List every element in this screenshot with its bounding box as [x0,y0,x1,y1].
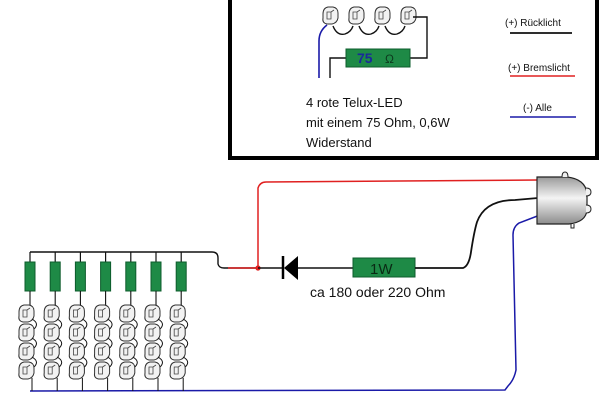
inset-wire-black-left [329,57,346,78]
led [169,323,186,342]
led [169,342,186,361]
legend-label-ruecklicht: (+) Rücklicht [505,18,561,29]
led [93,304,111,323]
led [144,361,161,380]
led [68,323,85,342]
led-string [93,252,113,391]
inset-wire-black-right [410,16,428,59]
led [169,361,186,380]
series-resistor-caption: ca 180 oder 220 Ohm [310,284,445,300]
led [93,342,111,361]
led [93,323,111,342]
led [18,304,35,323]
led-string [119,252,138,391]
led [93,361,111,380]
inset-description-line: Widerstand [306,135,372,150]
led [43,304,60,323]
string-resistor [125,261,137,292]
diode [281,256,298,280]
string-resistor [49,261,61,292]
brake-light-wire [228,179,539,269]
led-array [18,252,189,391]
led [68,342,85,361]
string-resistor [150,261,162,292]
series-resistor-label: 1W [370,261,393,278]
led [18,342,35,361]
bulb-socket [536,171,592,229]
inset-led-links [332,25,406,36]
inset-resistor-value: 75 [357,50,373,66]
led-string [68,252,88,391]
top-bus-wire [30,251,258,269]
led [144,342,161,361]
inset-description-line: 4 rote Telux-LED [306,95,403,110]
led [18,361,35,380]
led [68,361,85,380]
ground-wire [29,214,541,392]
led-string [18,252,37,391]
led [43,361,60,380]
led [43,323,60,342]
inset-resistor: 75 Ω [345,48,411,68]
string-resistor [100,261,112,292]
legend-label-alle: (-) Alle [523,103,552,114]
led [144,323,161,342]
string-resistor [74,261,86,292]
led-string [43,252,63,391]
inset-resistor-unit: Ω [385,52,394,66]
legend: (+) Rücklicht (+) Bremslicht (-) Alle [505,18,576,118]
series-resistor: 1W [352,257,416,278]
inset-led [374,6,391,25]
inset-description: 4 rote Telux-LED mit einem 75 Ohm, 0,6W … [306,95,450,150]
led [119,361,136,380]
led [119,323,136,342]
inset-led [348,6,365,25]
inset-led [400,6,417,25]
inset-box: 75 Ω 4 rote Telux-LED mit einem 75 Ohm, … [228,0,599,160]
led [68,304,85,323]
legend-label-bremslicht: (+) Bremslicht [508,63,570,74]
inset-led [322,6,339,25]
string-resistor [175,261,187,292]
tail-light-wire [415,197,539,269]
inset-description-line: mit einem 75 Ohm, 0,6W [306,115,450,130]
led [119,304,136,323]
string-resistor [24,261,36,292]
led [18,323,35,342]
led-string [144,252,163,391]
led-string [169,252,189,391]
led [144,304,161,323]
led [169,304,186,323]
inset-wire-blue [318,24,328,78]
led [119,342,136,361]
inset-led-chain [318,6,428,78]
inset-frame [228,0,599,160]
led [43,342,60,361]
main-circuit: 1W ca 180 oder 220 Ohm [18,171,592,392]
